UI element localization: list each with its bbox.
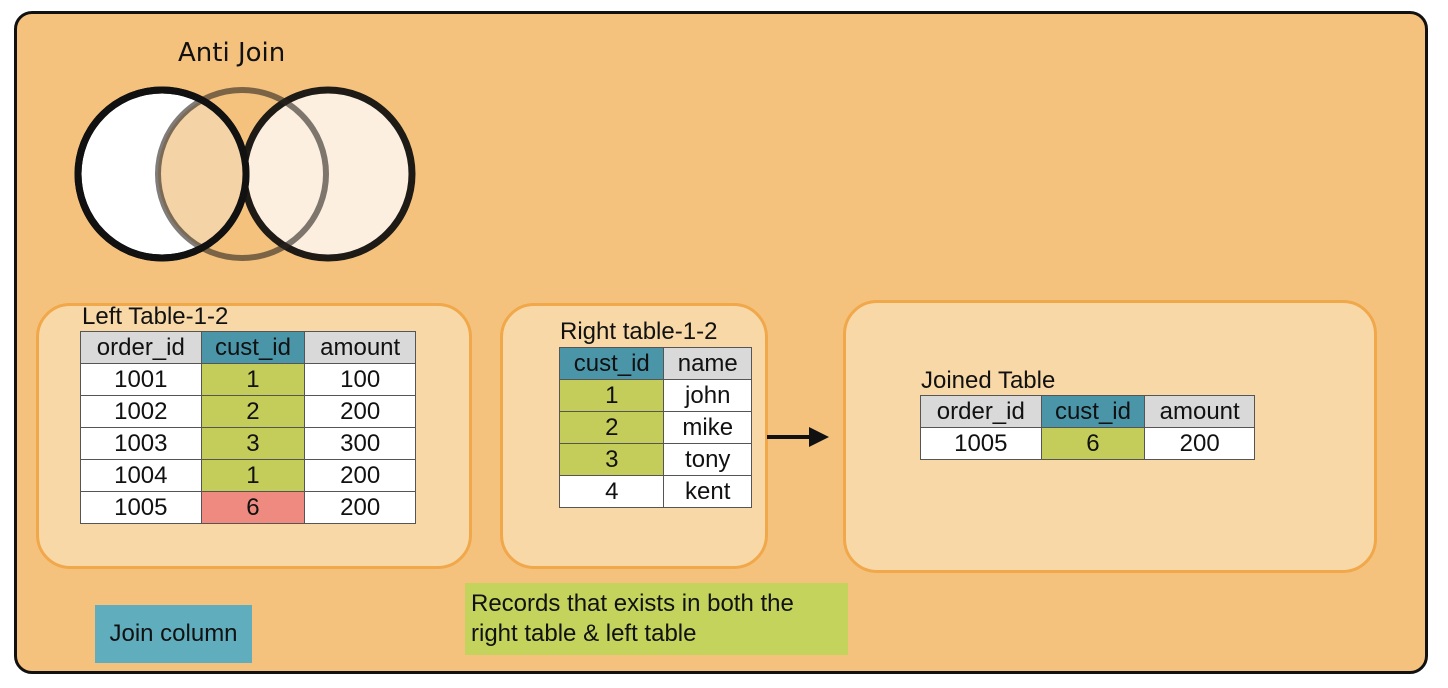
column-header-order-id: order_id [920, 395, 1042, 428]
joined-table-label: Joined Table [921, 367, 1056, 394]
column-header-cust-id: cust_id [200, 331, 306, 364]
venn-intersection [158, 90, 246, 258]
legend-join-column: Join column [95, 605, 252, 663]
column-header-amount: amount [304, 331, 416, 364]
column-header-name: name [663, 347, 752, 380]
table-cell-name: kent [663, 475, 752, 508]
table-cell-cust-id: 6 [1040, 427, 1146, 460]
table-cell-cust-id: 3 [558, 443, 665, 476]
table-cell-cust-id: 1 [558, 379, 665, 412]
arrow-icon [767, 427, 829, 447]
table-cell-amount: 100 [304, 363, 416, 396]
table-cell-order-id: 1005 [920, 427, 1042, 460]
left-table-label: Left Table-1-2 [82, 303, 229, 330]
table-cell-order-id: 1001 [80, 363, 202, 396]
table-cell-name: tony [663, 443, 752, 476]
table-cell-cust-id: 6 [200, 491, 306, 524]
table-cell-amount: 200 [304, 395, 416, 428]
table-cell-cust-id: 4 [558, 475, 665, 508]
table-cell-amount: 200 [1144, 427, 1255, 460]
table-cell-name: john [663, 379, 752, 412]
table-cell-amount: 200 [304, 459, 416, 492]
table-cell-order-id: 1003 [80, 427, 202, 460]
table-cell-order-id: 1002 [80, 395, 202, 428]
table-cell-order-id: 1004 [80, 459, 202, 492]
diagram-title: Anti Join [178, 38, 286, 68]
right-table-label: Right table-1-2 [560, 318, 718, 345]
table-cell-amount: 300 [304, 427, 416, 460]
table-cell-cust-id: 3 [200, 427, 306, 460]
table-cell-cust-id: 2 [200, 395, 306, 428]
column-header-cust-id: cust_id [1040, 395, 1146, 428]
column-header-amount: amount [1144, 395, 1255, 428]
column-header-cust-id: cust_id [558, 347, 665, 380]
table-cell-cust-id: 2 [558, 411, 665, 444]
table-cell-name: mike [663, 411, 752, 444]
table-cell-cust-id: 1 [200, 363, 306, 396]
table-cell-amount: 200 [304, 491, 416, 524]
venn-diagram [74, 86, 416, 262]
table-cell-order-id: 1005 [80, 491, 202, 524]
legend-matching-records: Records that exists in both the right ta… [465, 583, 848, 655]
column-header-order-id: order_id [80, 331, 202, 364]
table-cell-cust-id: 1 [200, 459, 306, 492]
